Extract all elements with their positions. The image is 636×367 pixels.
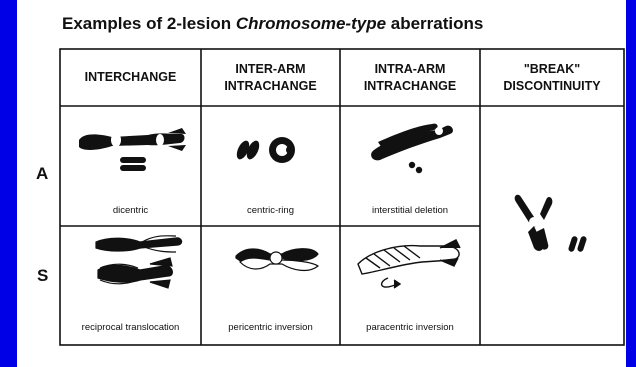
caption-paracentric-inversion: paracentric inversion: [340, 322, 480, 333]
paracentric-inversion-icon: [358, 240, 460, 288]
reciprocal-translocation-icon: [96, 236, 182, 288]
column-header-interchange: INTERCHANGE: [60, 69, 201, 86]
caption-reciprocal-translocation: reciprocal translocation: [60, 322, 201, 333]
column-header-intra-arm-line1: INTRA-ARM: [340, 61, 480, 78]
caption-pericentric-inversion: pericentric inversion: [201, 322, 340, 333]
column-header-break-line1: "BREAK": [480, 61, 624, 78]
pericentric-inversion-icon: [236, 249, 318, 271]
column-header-inter-arm-line1: INTER-ARM: [201, 61, 340, 78]
caption-centric-ring: centric-ring: [201, 205, 340, 216]
interstitial-deletion-icon: [371, 124, 453, 174]
caption-dicentric: dicentric: [60, 205, 201, 216]
caption-interstitial-deletion: interstitial deletion: [340, 205, 480, 216]
break-discontinuity-icon: [515, 195, 588, 253]
column-header-break-line2: DISCONTINUITY: [480, 78, 624, 95]
column-header-intra-arm: INTRA-ARM INTRACHANGE: [340, 61, 480, 95]
column-header-interchange-line1: INTERCHANGE: [60, 69, 201, 86]
dicentric-chromosome-icon: [79, 128, 186, 171]
column-header-inter-arm: INTER-ARM INTRACHANGE: [201, 61, 340, 95]
column-header-intra-arm-line2: INTRACHANGE: [340, 78, 480, 95]
column-header-break: "BREAK" DISCONTINUITY: [480, 61, 624, 95]
column-header-inter-arm-line2: INTRACHANGE: [201, 78, 340, 95]
centric-ring-icon: [234, 137, 295, 163]
